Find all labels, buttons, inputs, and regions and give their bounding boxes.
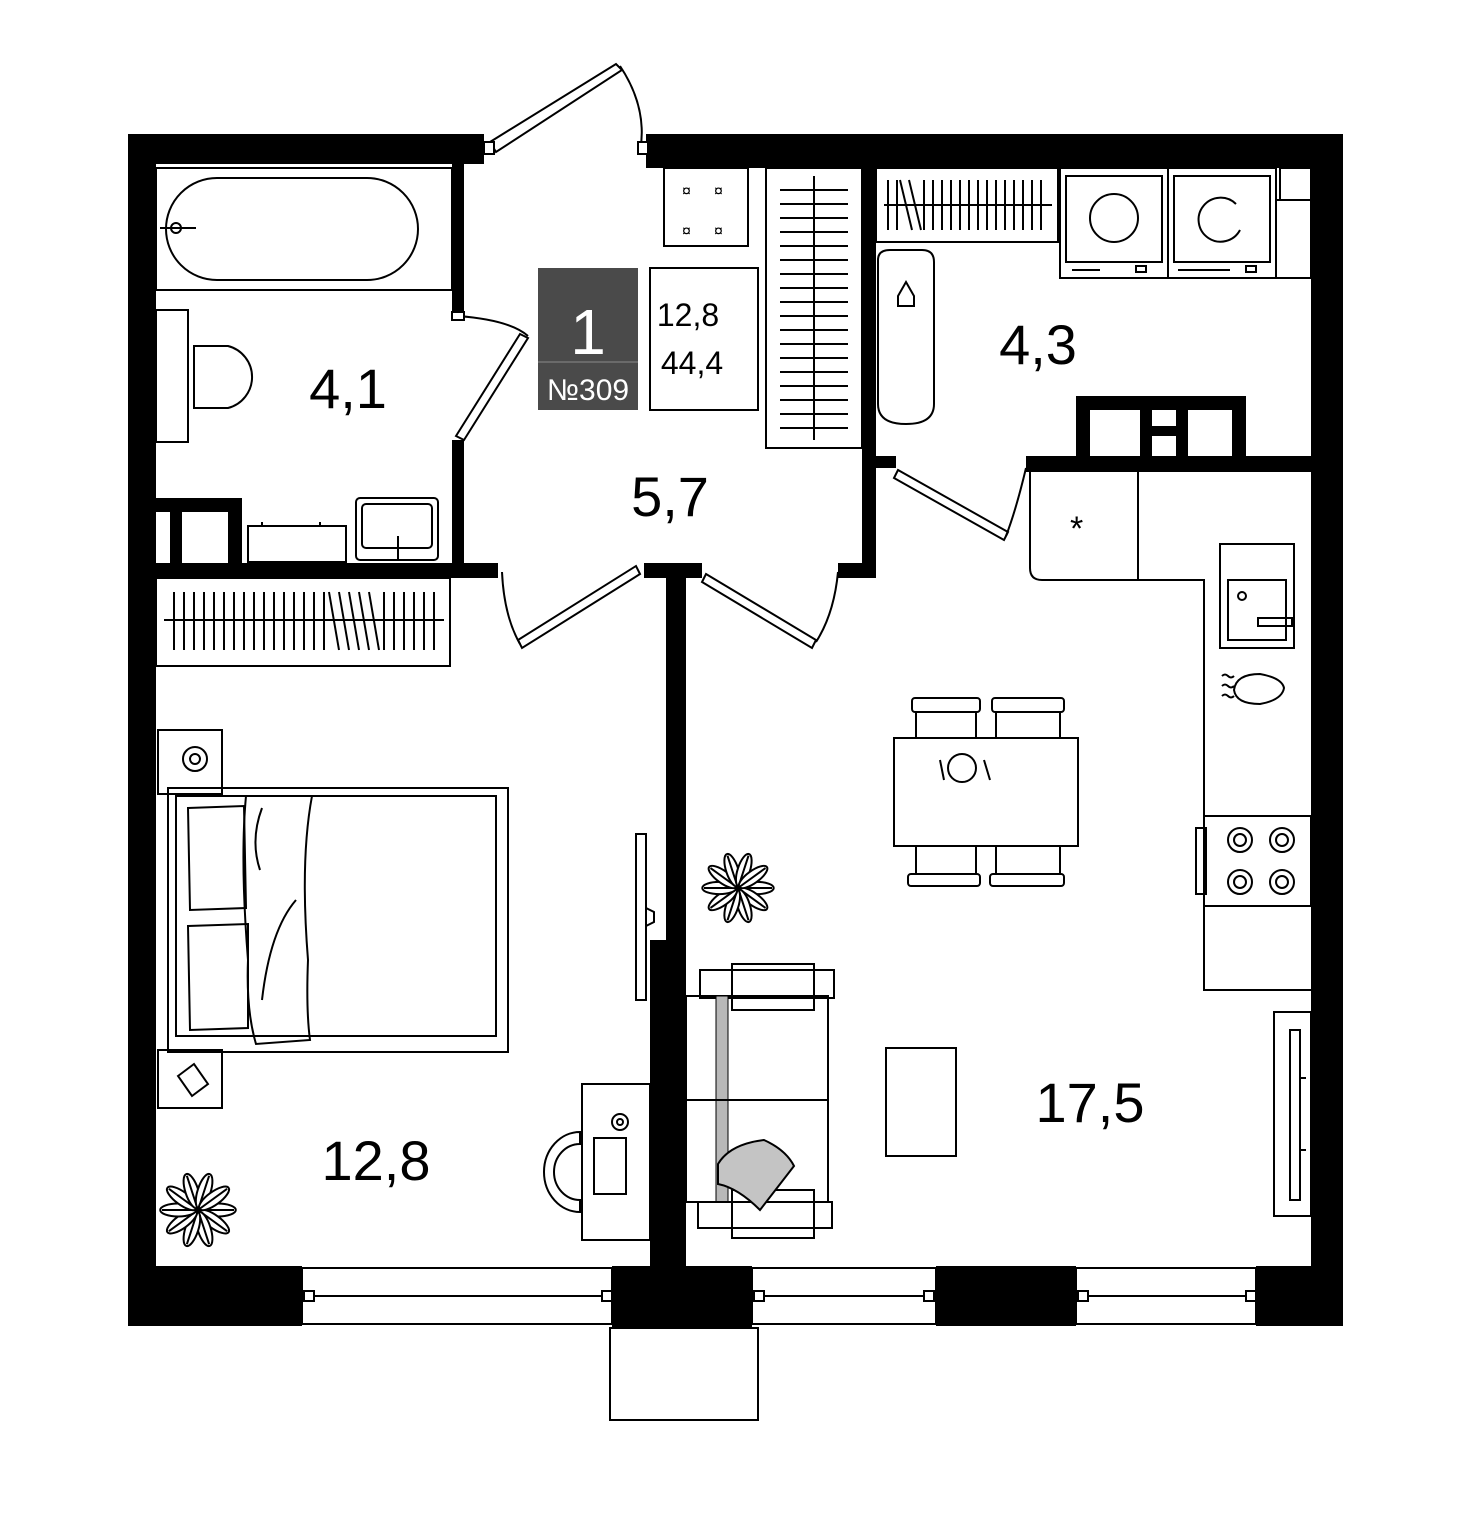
total-area: 44,4 [661,345,723,381]
bedroom-wardrobe [155,577,451,667]
bedroom-door [516,564,642,650]
sofa-icon [685,963,835,1239]
entrance-door [488,62,624,154]
plant-icon [159,1172,237,1248]
kitchen-counter: * [1029,472,1311,991]
badge-background [538,268,638,410]
room-area-bathroom: 4,1 [309,357,387,420]
svg-text:¤: ¤ [682,223,691,240]
sink-icon [355,497,439,561]
svg-text:¤: ¤ [682,183,691,200]
bed-icon [157,729,509,1109]
sink-icon [1219,543,1295,649]
stove-icon [1195,815,1312,907]
table-icon [893,697,1079,887]
room-area-hallway: 5,7 [631,465,709,528]
tv-icon [1273,1011,1312,1217]
exterior-walls [128,134,1343,1328]
svg-text:*: * [1070,510,1083,548]
balcony [609,1327,759,1421]
cabinet [1275,199,1312,279]
apartment-number: №309 [547,374,629,407]
stove-icon: ¤ ¤ ¤ ¤ [663,167,749,247]
bathtub-icon [155,167,453,291]
interior-walls [156,134,1311,1268]
cabinet [1279,167,1312,201]
ironing-board-icon [877,249,935,426]
windows [301,1267,1257,1421]
room-area-kitchen-living: 17,5 [1036,1071,1145,1134]
living-door [700,572,818,650]
room-area-bedroom: 12,8 [322,1129,431,1192]
room-count: 1 [570,296,606,368]
toilet-icon [155,309,254,443]
laundry-door [892,468,1010,542]
svg-text:¤: ¤ [714,223,723,240]
room-area-laundry: 4,3 [999,313,1077,376]
washer-small [247,522,347,563]
tv-icon [635,833,655,1001]
plant-icon [701,852,775,924]
coffee-table [885,1047,957,1157]
svg-text:¤: ¤ [714,183,723,200]
dishwasher-icon [1221,672,1286,706]
laundry-shelf [875,167,1059,243]
apartment-badge: 1 №309 12,8 44,4 [538,267,759,411]
washer-icon [1059,167,1169,279]
wardrobe-icon [765,167,863,449]
bathroom-door [454,332,530,442]
doors [451,62,1027,650]
living-area: 12,8 [657,297,719,333]
desk-icon [543,1083,651,1241]
dryer-icon [1167,167,1277,279]
